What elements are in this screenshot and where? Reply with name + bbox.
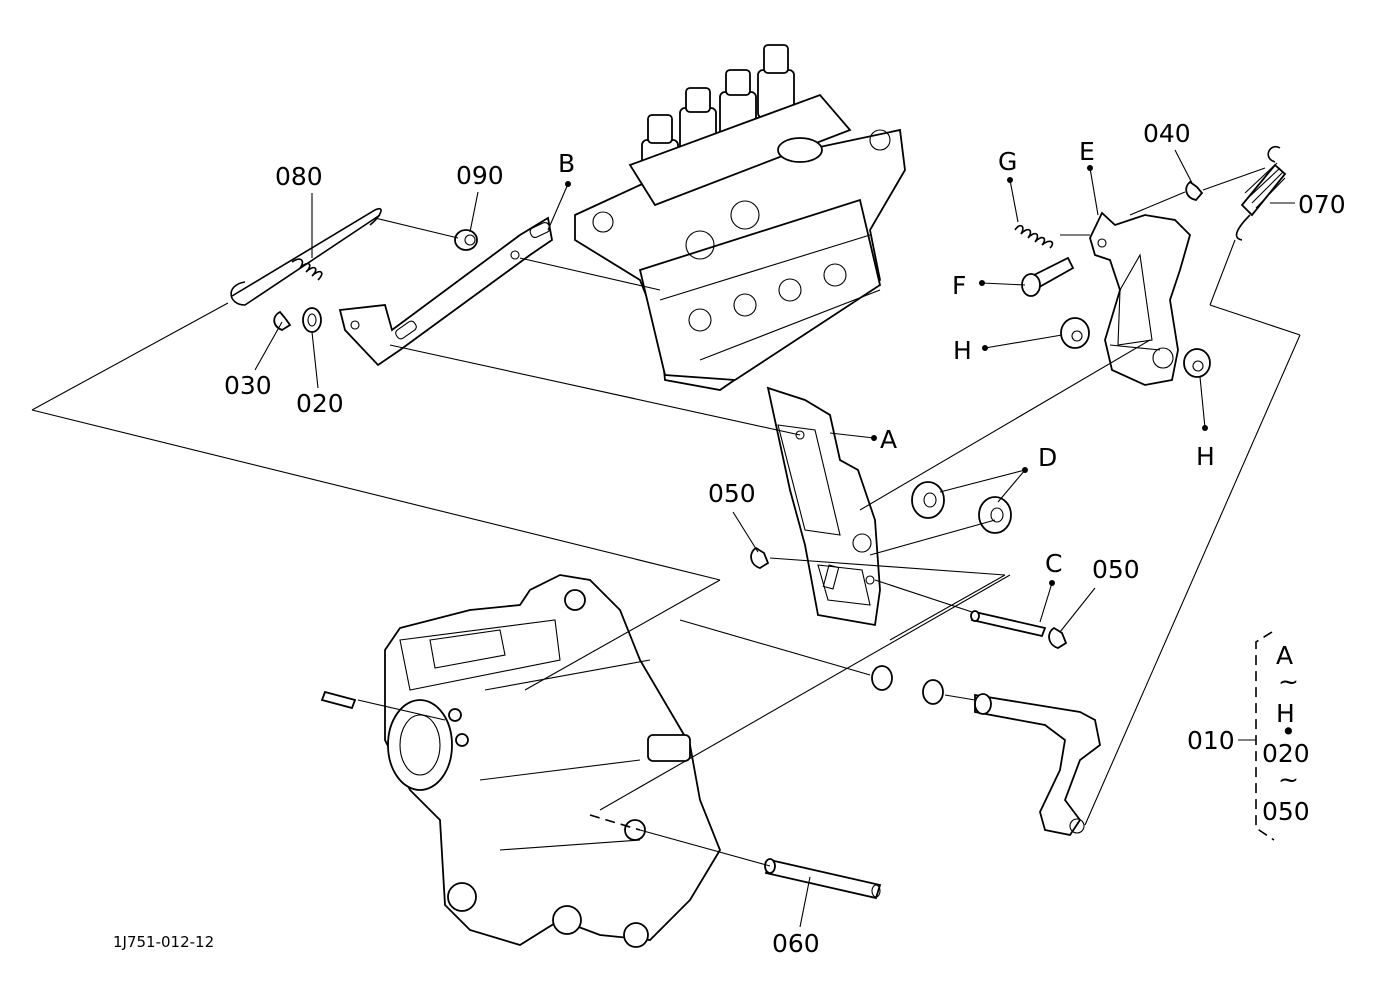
roller-d — [911, 481, 1012, 534]
kit-tilde-2: ~ — [1278, 765, 1299, 794]
washer-020 — [302, 307, 322, 333]
shaft-washer-1 — [871, 665, 893, 691]
callout-060: 060 — [772, 929, 820, 958]
kit-line-020: 020 — [1262, 739, 1310, 768]
callout-a: A — [880, 425, 897, 454]
assembly-lines — [31, 167, 1301, 867]
pin-f — [1021, 256, 1075, 297]
leader-lines — [254, 149, 1295, 928]
circlip-030 — [273, 310, 292, 332]
callout-g: G — [998, 147, 1017, 176]
callout-labels: 080 090 B 030 020 A 050 D C 050 G E 040 … — [224, 119, 1346, 958]
bushing-h-right — [1183, 348, 1211, 378]
kit-bracket-line — [1255, 631, 1275, 841]
callout-050-right: 050 — [1092, 555, 1140, 584]
spring-g — [1014, 224, 1054, 249]
governor-housing-illustration — [320, 574, 722, 948]
circlip-050-right — [1048, 626, 1068, 649]
callout-070: 070 — [1298, 190, 1346, 219]
callout-050-left: 050 — [708, 479, 756, 508]
kit-contents: A ~ H • 020 ~ 050 — [1262, 641, 1310, 826]
kit-line-h: H — [1276, 699, 1295, 728]
shaft-washer-2 — [922, 679, 944, 705]
kit-separator: • — [1281, 717, 1296, 746]
callout-030: 030 — [224, 371, 272, 400]
circlip-040 — [1185, 180, 1204, 201]
diagram-id: 1J751-012-12 — [113, 933, 214, 951]
pin-c — [970, 610, 1047, 638]
callout-h-left: H — [953, 336, 972, 365]
governor-shaft-lever — [974, 693, 1101, 837]
lever-b-illustration — [338, 216, 553, 367]
callout-h-right: H — [1196, 442, 1215, 471]
spring-070 — [1235, 145, 1287, 241]
kit-tilde-1: ~ — [1278, 667, 1299, 696]
collar-090 — [454, 229, 478, 251]
spring-080 — [230, 207, 382, 306]
callout-090: 090 — [456, 161, 504, 190]
bushing-h-left — [1060, 317, 1090, 349]
callout-b: B — [558, 149, 575, 178]
callout-f: F — [952, 271, 966, 300]
callout-c: C — [1045, 549, 1062, 578]
callout-040: 040 — [1143, 119, 1191, 148]
kit-line-050: 050 — [1262, 797, 1310, 826]
callout-080: 080 — [275, 162, 323, 191]
callout-010: 010 — [1187, 726, 1235, 755]
kit-line-a: A — [1276, 641, 1293, 670]
injection-pump-illustration — [574, 44, 906, 391]
circlip-050-left — [750, 546, 770, 569]
callout-e: E — [1079, 137, 1095, 166]
shaft-060 — [764, 858, 882, 900]
callout-020: 020 — [296, 389, 344, 418]
lever-e-illustration — [1089, 211, 1192, 386]
callout-d: D — [1038, 443, 1057, 472]
plate-a-illustration — [766, 386, 881, 627]
